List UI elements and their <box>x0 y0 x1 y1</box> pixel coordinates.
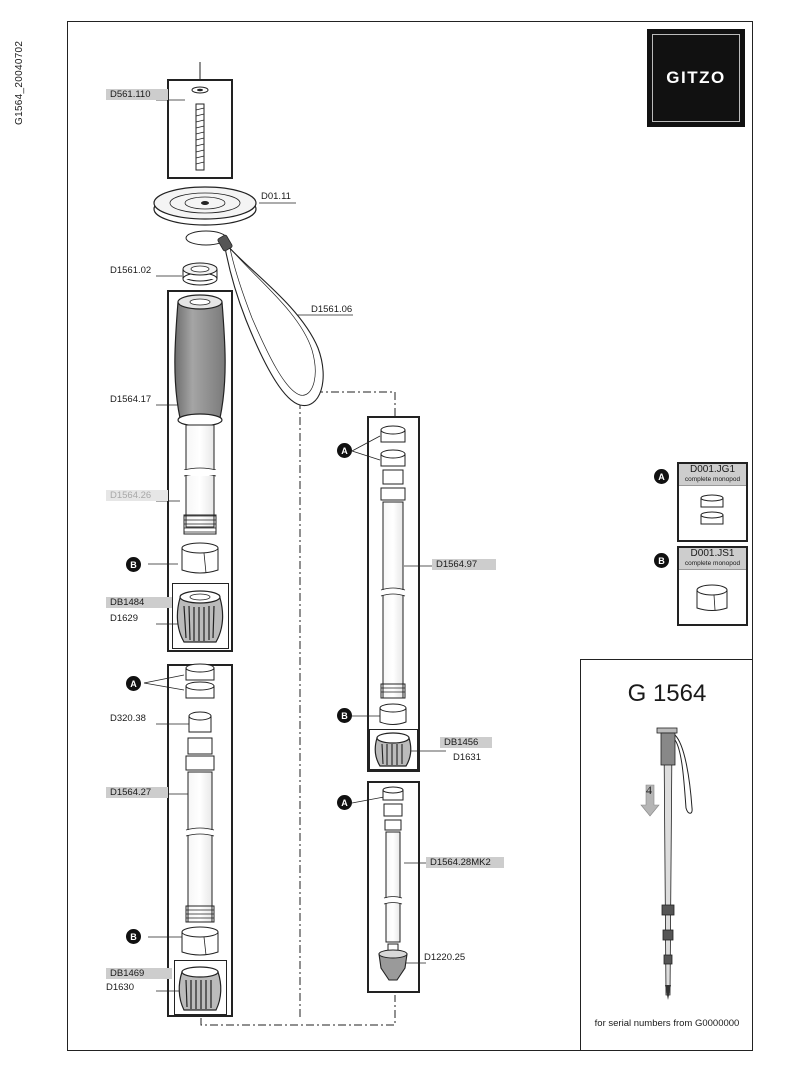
model-panel: G 1564 4 for serial numbers from G000000… <box>580 659 753 1051</box>
group-box-lock-b1484 <box>172 583 229 649</box>
part-label-d1561-02: D1561.02 <box>110 265 152 276</box>
part-label-d1564-97: D1564.97 <box>432 559 496 570</box>
bottom-tube-part <box>382 786 404 943</box>
assembly-path-line <box>200 995 396 1026</box>
marker-b: B <box>126 557 141 572</box>
kit-b-bushing-icon <box>696 584 728 611</box>
drawing-frame <box>67 21 753 1051</box>
part-label-d1630: D1630 <box>106 982 134 993</box>
part-label-db1484: DB1484 <box>106 597 172 608</box>
marker-a: A <box>337 795 352 810</box>
brand-logo: GITZO <box>647 29 745 127</box>
group-box-third-section <box>367 416 420 772</box>
marker-a: A <box>126 676 141 691</box>
group-box-bottom-section <box>367 781 420 993</box>
kit-box-b: D001.JS1 complete monopod <box>677 546 748 626</box>
part-label-d1564-26: D1564.26 <box>106 490 168 501</box>
kit-a-bushings-icon <box>700 494 724 525</box>
head-plate-part <box>153 186 257 226</box>
wrist-strap-part <box>185 230 324 407</box>
kit-code: D001.JG1 <box>689 464 736 475</box>
collar-part <box>182 262 218 286</box>
part-label-d1564-17: D1564.17 <box>110 394 152 405</box>
kit-description: complete monopod <box>684 476 741 483</box>
marker-b: B <box>337 708 352 723</box>
marker-b: B <box>126 929 141 944</box>
group-box-upper-section <box>167 290 233 652</box>
group-box-screw <box>167 79 233 179</box>
foot-part <box>378 943 408 981</box>
assembly-path-line <box>299 391 396 1018</box>
brand-logo-text: GITZO <box>652 34 740 122</box>
group-box-lock-b1469 <box>174 960 227 1015</box>
small-collar-part <box>188 711 212 733</box>
part-label-d1629: D1629 <box>110 613 138 624</box>
kit-header: D001.JS1 complete monopod <box>679 548 746 570</box>
serial-note: for serial numbers from G0000000 <box>594 1018 740 1029</box>
kit-header: D001.JG1 complete monopod <box>679 464 746 486</box>
step-number: 4 <box>646 783 652 797</box>
part-label-d1564-27: D1564.27 <box>106 787 168 798</box>
group-box-lock-b1456 <box>369 729 418 770</box>
part-label-d1631: D1631 <box>453 752 481 763</box>
part-label-d01-11: D01.11 <box>261 191 291 202</box>
part-label-d1564-28mk2: D1564.28MK2 <box>426 857 504 868</box>
part-label-d561-110: D561.110 <box>106 89 168 100</box>
kit-marker-a: A <box>654 469 669 484</box>
bushing-b-part <box>181 542 219 574</box>
part-label-d1220-25: D1220.25 <box>424 952 466 963</box>
kit-code: D001.JS1 <box>690 548 735 559</box>
twist-lock-part <box>374 732 412 767</box>
model-title: G 1564 <box>627 680 707 707</box>
kit-description: complete monopod <box>684 560 741 567</box>
bushing-a-part <box>185 663 215 699</box>
kit-marker-b: B <box>654 553 669 568</box>
part-label-db1456: DB1456 <box>440 737 492 748</box>
twist-lock-part <box>176 590 224 643</box>
upper-tube-part <box>183 424 217 535</box>
grip-part <box>174 294 226 427</box>
marker-a: A <box>337 443 352 458</box>
second-tube-part <box>185 737 215 923</box>
kit-box-a: D001.JG1 complete monopod <box>677 462 748 542</box>
twist-lock-part <box>178 966 222 1011</box>
monopod-overview-drawing <box>640 727 693 1000</box>
part-label-db1469: DB1469 <box>106 968 172 979</box>
part-label-d320-38: D320.38 <box>110 713 146 724</box>
part-label-d1561-06: D1561.06 <box>311 304 353 315</box>
third-tube-part <box>379 425 407 725</box>
bushing-b-part <box>181 926 219 956</box>
screw-part <box>191 86 209 171</box>
